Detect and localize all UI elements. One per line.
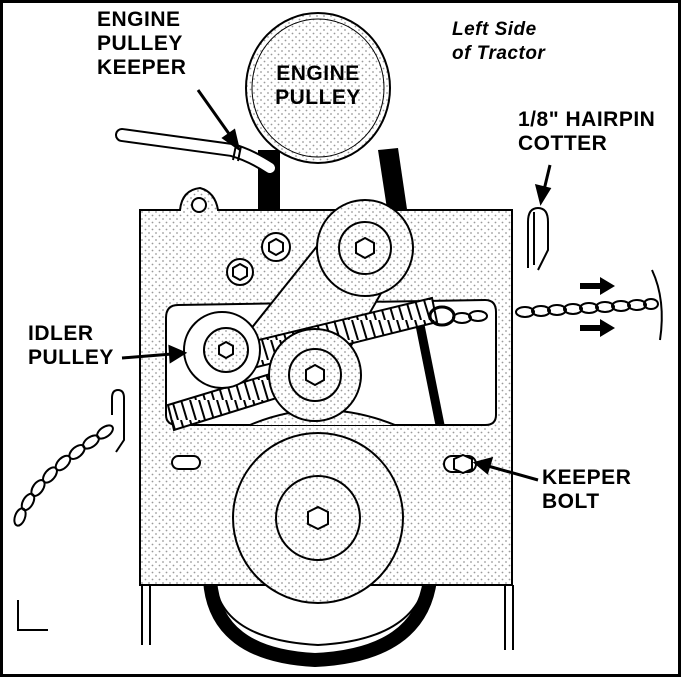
label-line: KEEPER [97, 56, 187, 79]
engine-pulley [245, 12, 391, 164]
label-line: 1/8" HAIRPIN [518, 108, 656, 131]
chain-hook [651, 269, 663, 341]
label-line: IDLER [28, 322, 94, 345]
left-hairpin [111, 388, 125, 453]
label-line: PULLEY [28, 346, 114, 369]
main-pulley [232, 432, 404, 604]
label-left-side: Left Side of Tractor [452, 18, 545, 66]
lower-belt [203, 578, 437, 668]
pull-arrows [580, 277, 615, 337]
hairpin-cotter [527, 206, 549, 271]
label-line: COTTER [518, 132, 608, 155]
arm-pulley-upper [316, 199, 414, 297]
leader-arrows [121, 89, 552, 482]
label-engine-pulley: ENGINE PULLEY [268, 62, 368, 110]
label-keeper-bolt: KEEPER BOLT [542, 466, 631, 514]
label-idler-pulley: IDLER PULLEY [28, 322, 114, 370]
left-chain [13, 424, 114, 527]
label-line: BOLT [542, 490, 600, 513]
plate-slot [171, 455, 201, 470]
plate-bolt-2 [226, 258, 254, 286]
label-line: KEEPER [542, 466, 632, 489]
label-engine-pulley-keeper: ENGINE PULLEY KEEPER [97, 8, 186, 80]
label-line: PULLEY [275, 86, 361, 109]
idler-pulley [183, 311, 261, 389]
plate-bolt-1 [261, 232, 291, 262]
label-line: Left Side [452, 19, 537, 40]
arm-pulley-lower [268, 328, 362, 422]
keeper-bolt [443, 453, 477, 475]
label-line: ENGINE [276, 62, 360, 85]
label-hairpin-cotter: 1/8" HAIRPIN COTTER [518, 108, 655, 156]
label-line: ENGINE [97, 8, 181, 31]
label-line: PULLEY [97, 32, 183, 55]
right-chain [452, 298, 659, 324]
left-bracket [17, 600, 48, 631]
label-line: of Tractor [452, 43, 546, 64]
